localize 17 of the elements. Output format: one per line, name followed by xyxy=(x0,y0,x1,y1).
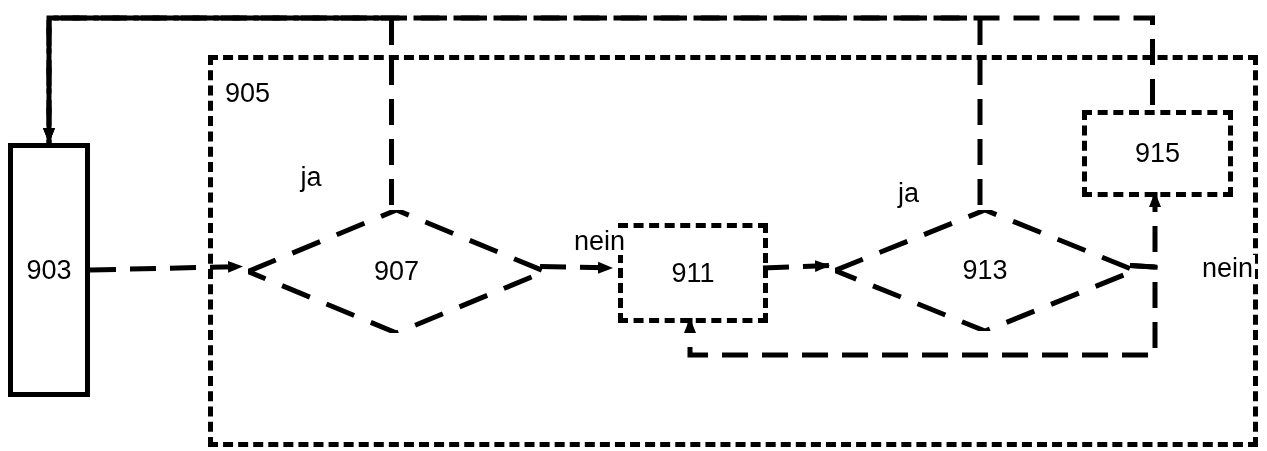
decision-diamond xyxy=(248,210,545,333)
process-box xyxy=(1082,110,1233,197)
group-frame xyxy=(208,55,1258,447)
node-label: 903 xyxy=(26,256,72,284)
node-label: 911 xyxy=(671,259,715,287)
node-label: 913 xyxy=(962,257,1008,284)
edge-label: ja xyxy=(298,164,324,191)
node-label: 905 xyxy=(225,78,271,108)
arrow xyxy=(89,260,244,273)
edge-label: nein xyxy=(1200,254,1256,282)
arrow xyxy=(762,260,831,273)
node-label: 907 xyxy=(373,258,420,285)
process-box xyxy=(8,143,90,397)
arrow xyxy=(539,261,614,274)
node-label: 915 xyxy=(1134,140,1181,167)
edge-label: ja xyxy=(896,180,921,207)
arrow xyxy=(684,263,1158,358)
